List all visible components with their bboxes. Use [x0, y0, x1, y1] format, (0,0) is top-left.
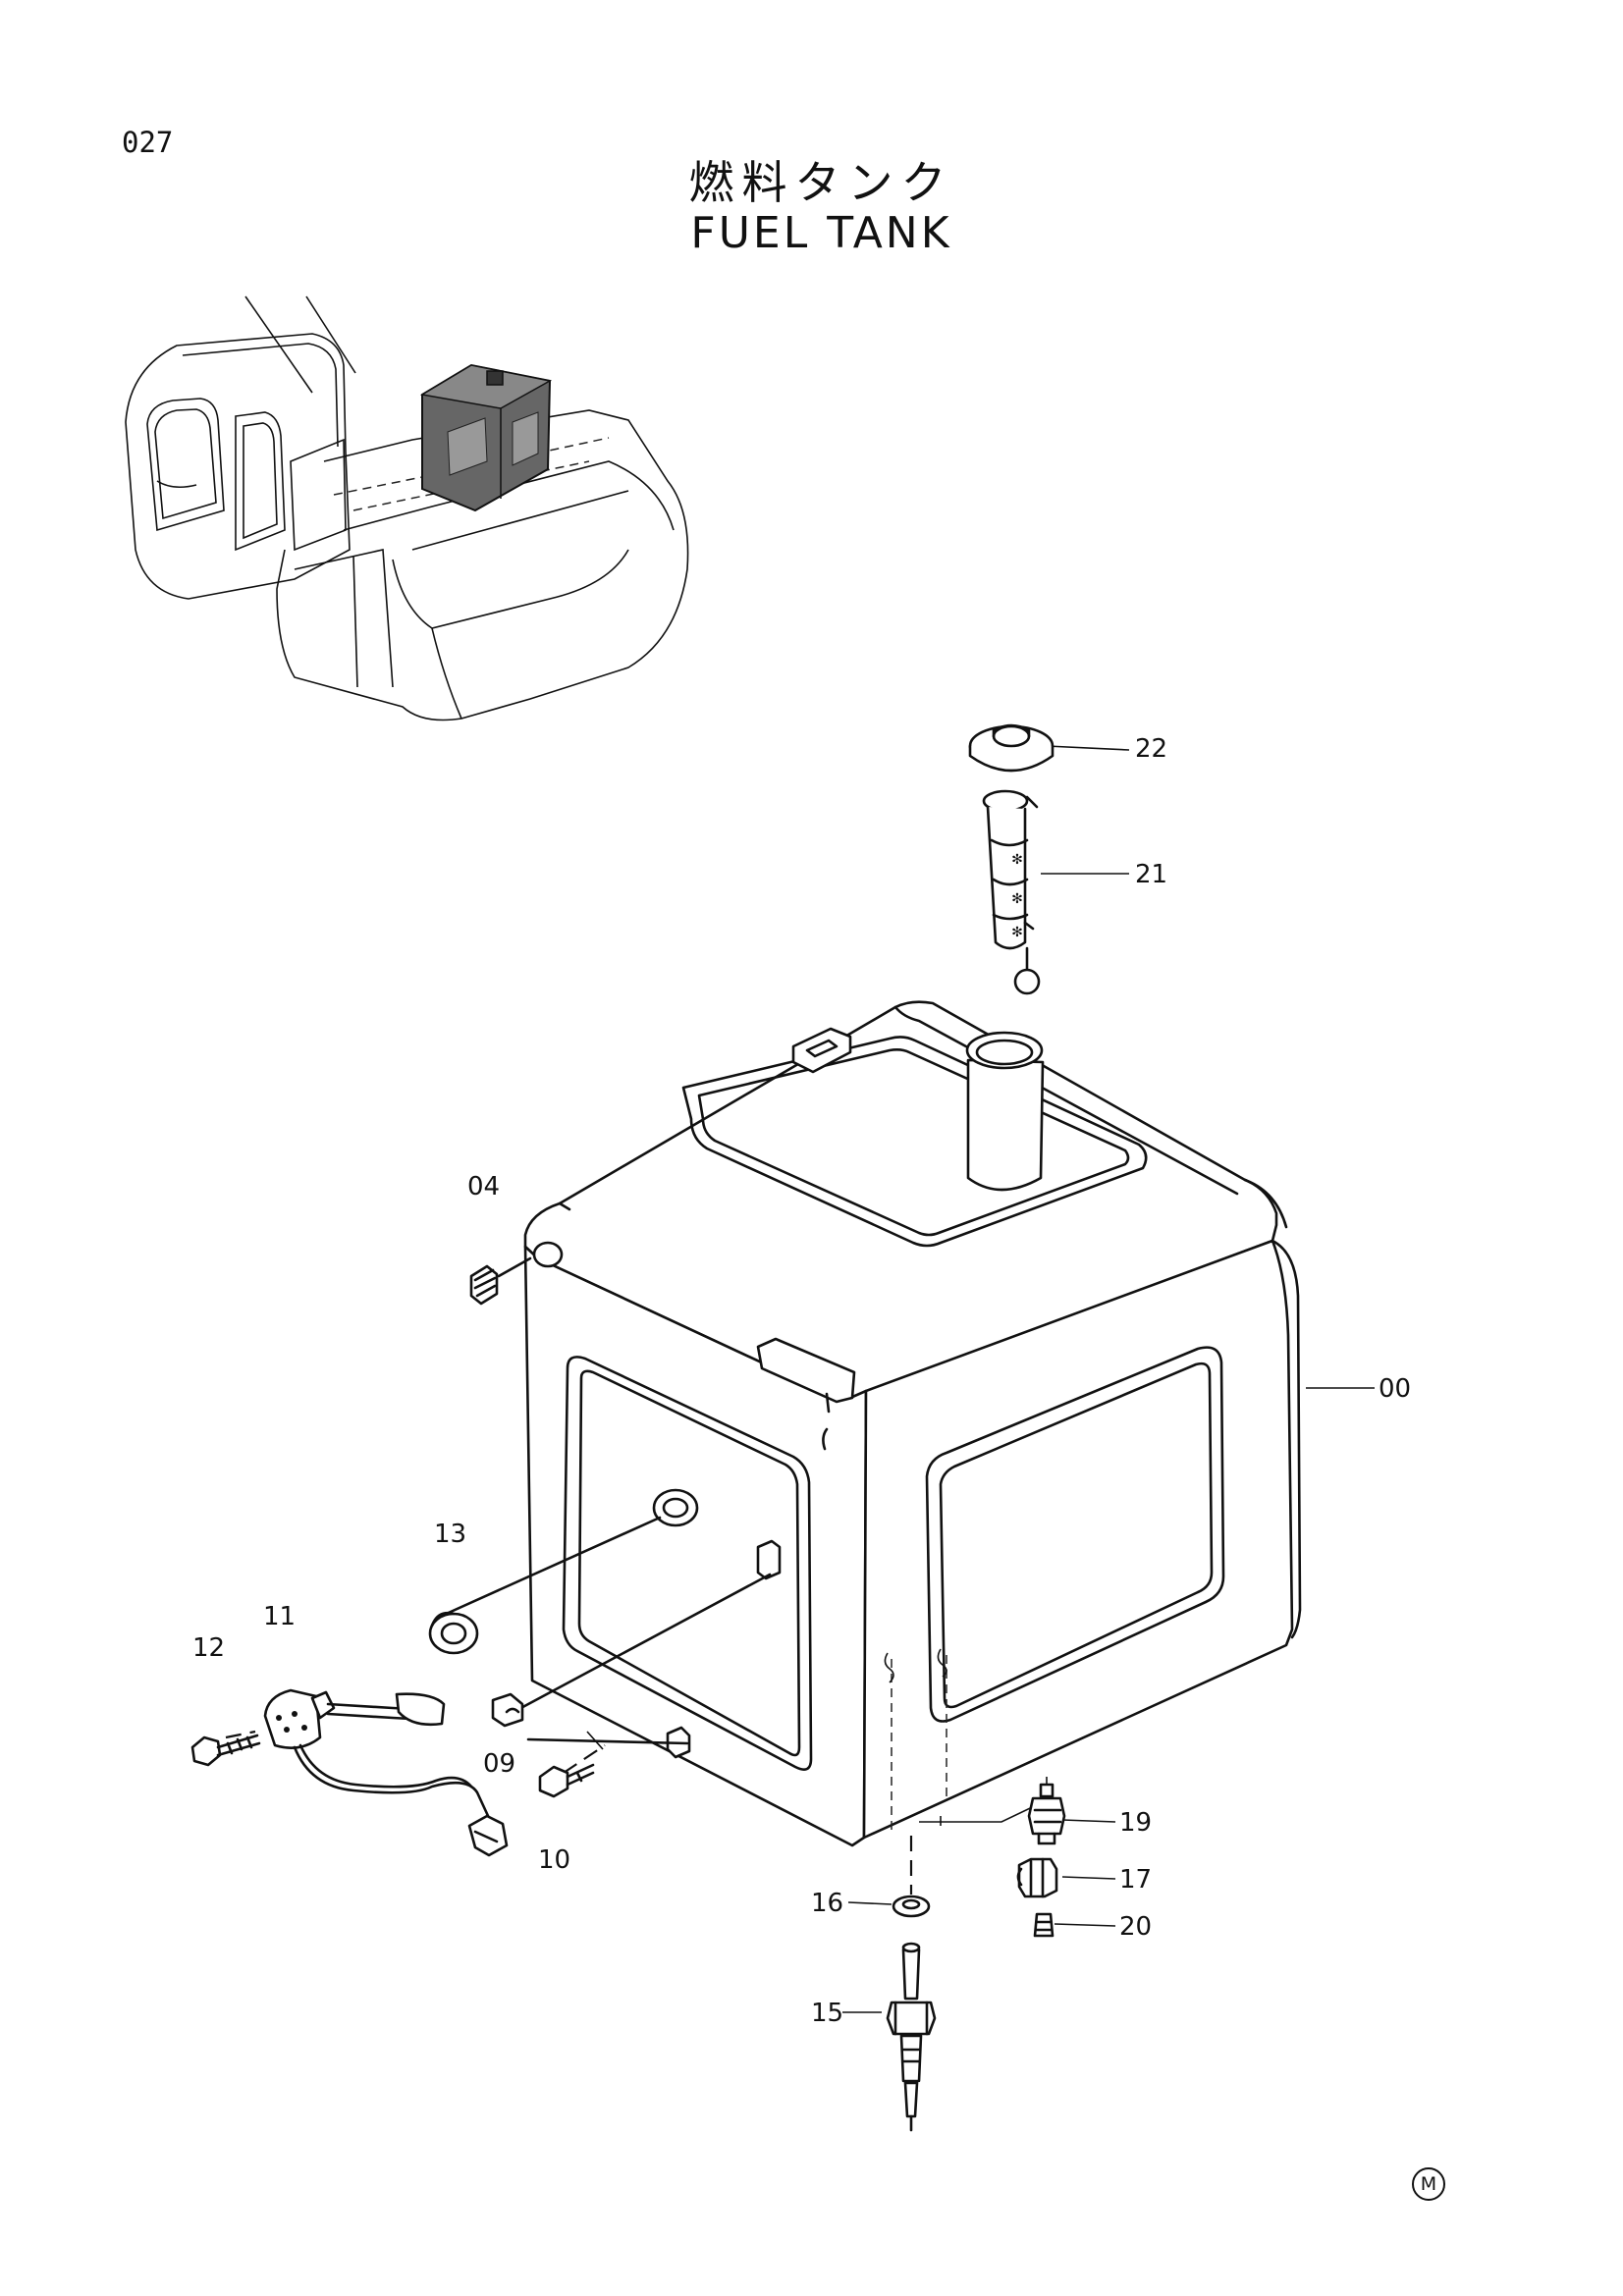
- callout-12: 12: [192, 1633, 226, 1663]
- fuel-tank-icon: [523, 1000, 1302, 1847]
- callout-19: 19: [1119, 1808, 1153, 1838]
- bolt-icon: [190, 1734, 261, 1767]
- plug-icon: [469, 1256, 532, 1306]
- callout-20: 20: [1119, 1912, 1153, 1942]
- washer-icon: [892, 1895, 931, 1918]
- callout-21: 21: [1135, 860, 1168, 889]
- fuel-level-sensor-icon: [263, 1688, 509, 1857]
- callout-16: 16: [811, 1889, 844, 1918]
- callout-15: 15: [811, 1999, 844, 2028]
- drain-cock-icon: [886, 1942, 937, 2132]
- fuel-strainer-icon: ✻ ✻ ✻: [982, 789, 1041, 995]
- callout-00: 00: [1379, 1374, 1412, 1404]
- grommet-icon: [428, 1611, 479, 1655]
- fuel-cap-icon: [968, 723, 1055, 773]
- callout-17: 17: [1119, 1865, 1153, 1895]
- leader-lines: [225, 745, 1375, 2013]
- drain-plug-icon: [1033, 1912, 1055, 1938]
- svg-text:✻: ✻: [1011, 852, 1023, 868]
- drain-valve-icon: [1027, 1783, 1066, 1845]
- clamp-icon: [491, 1692, 524, 1728]
- callout-22: 22: [1135, 734, 1168, 764]
- bolt-icon: [538, 1763, 595, 1798]
- callout-11: 11: [263, 1602, 297, 1631]
- drain-cap-icon: [1016, 1857, 1058, 1898]
- svg-text:✻: ✻: [1011, 891, 1023, 907]
- callout-04: 04: [467, 1172, 501, 1201]
- excavator-location-view-icon: [125, 295, 689, 721]
- callout-09: 09: [483, 1749, 516, 1779]
- callout-10: 10: [538, 1845, 571, 1875]
- callout-13: 13: [434, 1520, 467, 1549]
- page-number: 027: [122, 126, 174, 159]
- page-title-english: FUEL TANK: [690, 208, 952, 258]
- svg-text:✻: ✻: [1011, 925, 1023, 940]
- page-title-japanese: 燃料タンク: [688, 156, 954, 209]
- manufacturer-mark: M: [1412, 2167, 1445, 2201]
